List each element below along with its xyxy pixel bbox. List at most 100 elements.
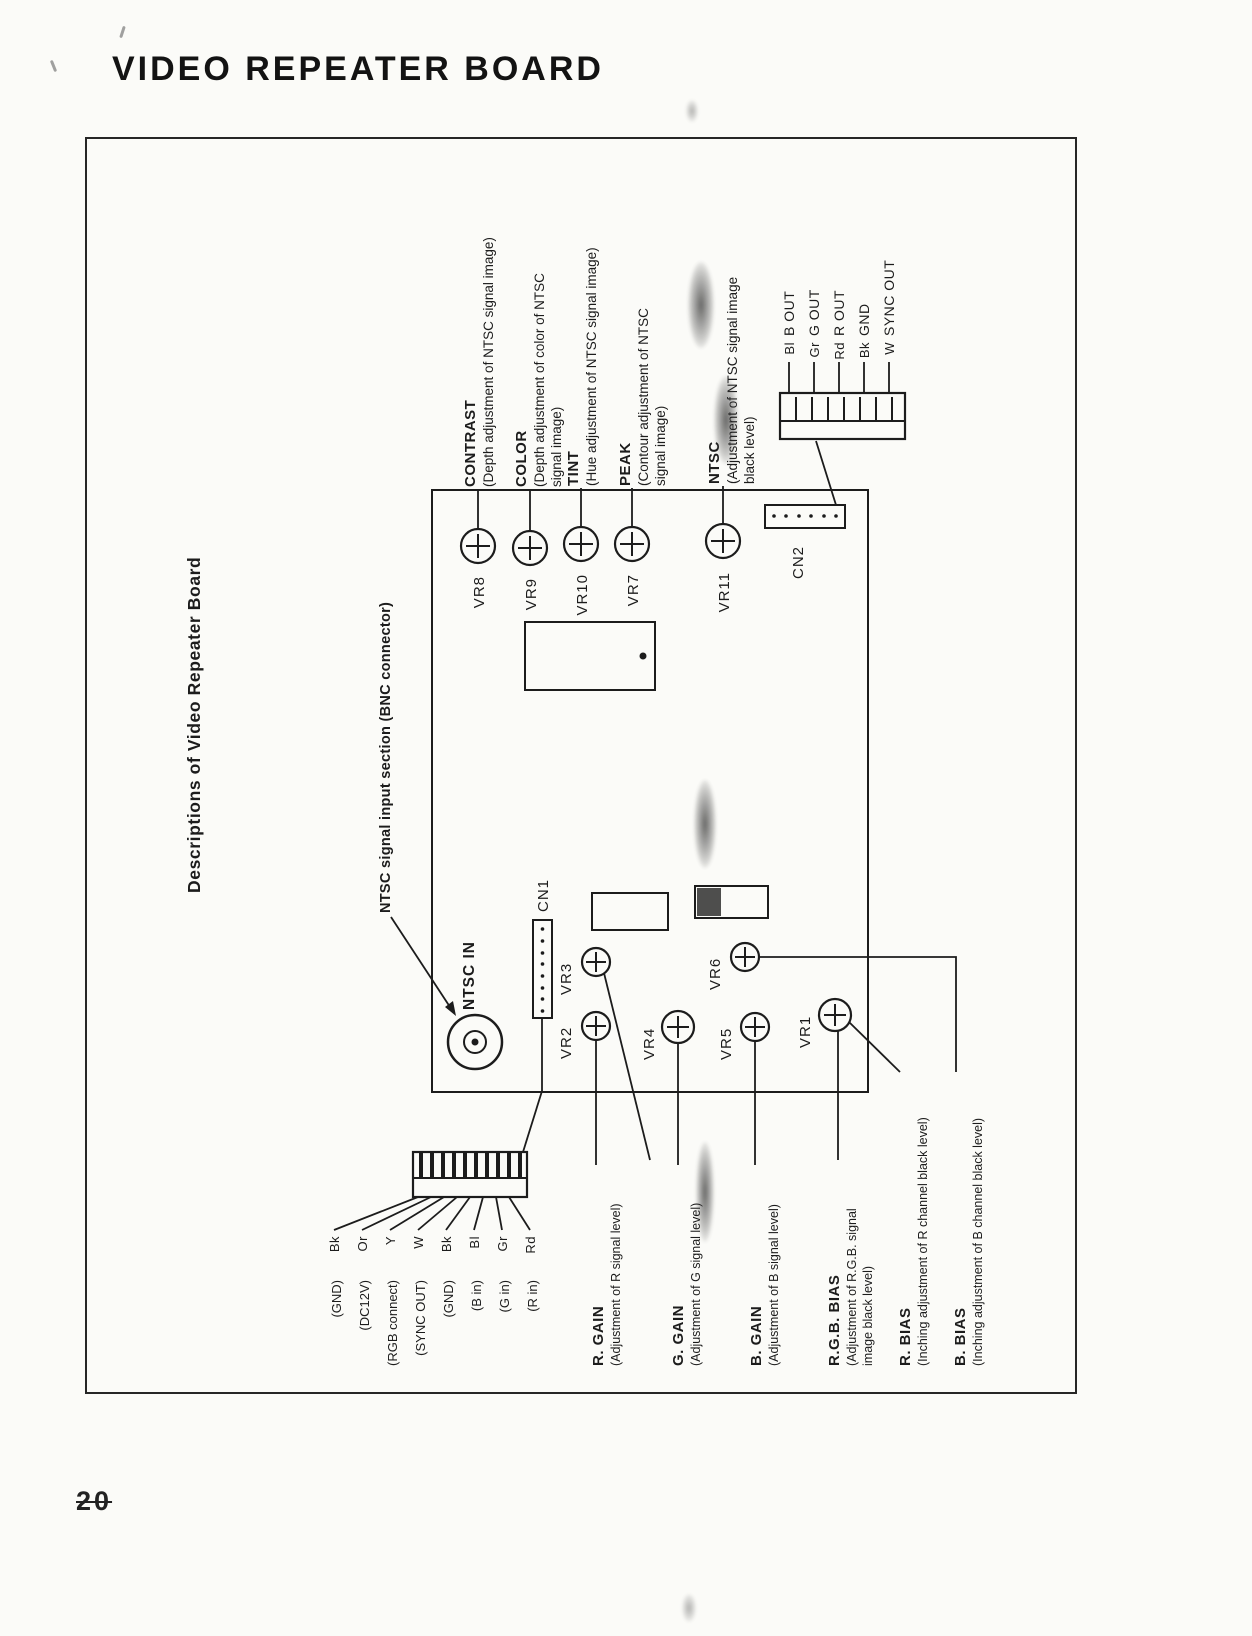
color-label: COLOR (Depth adjustment of color of NTSC… (512, 273, 566, 487)
cn1-label: CN1 (535, 878, 552, 912)
cn1-connector (532, 919, 553, 1019)
out-signal-b: B OUT (781, 290, 797, 336)
out-wire-bk: Bk (857, 342, 872, 359)
b-bias-name: B. BIAS (952, 1307, 969, 1366)
in-wire-6: Bl (467, 1236, 482, 1249)
b-bias-desc-1: (Inching adjustment of B channel black l… (971, 1117, 986, 1366)
out-signal-gnd: GND (856, 303, 872, 336)
vr8-pot-icon (459, 527, 497, 565)
bnc-input-note: NTSC signal input section (BNC connector… (378, 601, 394, 913)
input-wires (333, 1196, 531, 1231)
scan-smudge-4 (696, 1142, 714, 1242)
r-gain-label: R. GAIN (Adjustment of R signal level) (589, 1203, 624, 1366)
vr7-label: VR7 (625, 574, 642, 607)
tint-label: TINT (Hue adjustment of NTSC signal imag… (564, 247, 600, 486)
output-wires (788, 362, 890, 393)
vr2-pot-icon (580, 1010, 612, 1042)
scan-smudge-5 (686, 100, 698, 122)
scan-smudge-6 (682, 1594, 696, 1622)
vr3-pot-icon (580, 946, 612, 978)
in-signal-5: (GND) (441, 1280, 456, 1318)
page-title: VIDEO REPEATER BOARD (112, 50, 604, 88)
color-desc-1: (Depth adjustment of color of NTSC (532, 273, 548, 487)
g-gain-name: G. GAIN (670, 1304, 687, 1366)
in-wire-1: Bk (327, 1236, 342, 1253)
contrast-label: CONTRAST (Depth adjustment of NTSC signa… (461, 237, 497, 487)
out-signal-sync: SYNC OUT (881, 259, 897, 336)
b-gain-name: B. GAIN (748, 1305, 765, 1366)
in-wire-5: Bk (439, 1236, 454, 1253)
in-signal-3: (RGB connect) (385, 1280, 400, 1366)
r-bias-desc-1: (Inching adjustment of R channel black l… (916, 1117, 931, 1366)
b-gain-desc-1: (Adjustment of B signal level) (767, 1204, 782, 1366)
in-wire-7: Gr (495, 1236, 510, 1252)
out-wire-rd: Rd (832, 342, 847, 360)
ntsc-desc-2: black level) (742, 416, 758, 484)
vr6-label: VR6 (707, 957, 724, 990)
page-number: 20 (76, 1486, 113, 1516)
peak-label: PEAK (Contour adjustment of NTSC signal … (616, 308, 670, 486)
ic-chip-3 (694, 885, 769, 919)
r-gain-name: R. GAIN (590, 1305, 607, 1366)
output-connector (778, 362, 907, 441)
tint-name: TINT (565, 450, 582, 486)
tint-desc-1: (Hue adjustment of NTSC signal image) (584, 247, 600, 486)
out-signal-g: G OUT (806, 289, 822, 336)
input-connector (333, 1150, 531, 1231)
vr4-label: VR4 (641, 1027, 658, 1060)
in-wire-3: Y (383, 1236, 398, 1246)
vr10-label: VR10 (574, 574, 591, 616)
rgb-bias-name: R.G.B. BIAS (826, 1274, 843, 1366)
scan-smudge-3 (694, 780, 716, 868)
vr10-pot-icon (562, 525, 600, 563)
in-signal-1: (GND) (329, 1280, 344, 1318)
rgb-bias-label: R.G.B. BIAS (Adjustment of R.G.B. signal… (825, 1208, 876, 1366)
scan-smudge-1 (688, 262, 714, 348)
rgb-bias-desc-2: image black level) (861, 1265, 876, 1366)
vr11-label: VR11 (716, 572, 733, 613)
diagram-frame (85, 137, 1077, 1394)
b-bias-label: B. BIAS (Inching adjustment of B channel… (951, 1118, 986, 1366)
ic-chip-1 (524, 621, 656, 691)
in-wire-2: Or (355, 1236, 370, 1252)
vr9-pot-icon (511, 529, 549, 567)
peak-desc-1: (Contour adjustment of NTSC (636, 308, 652, 486)
vr2-label: VR2 (558, 1026, 575, 1059)
input-connector-teeth (419, 1152, 522, 1177)
b-gain-label: B. GAIN (Adjustment of B signal level) (747, 1204, 782, 1366)
vr6-pot-icon (729, 941, 761, 973)
vr4-pot-icon (660, 1009, 696, 1045)
vr5-pot-icon (739, 1011, 771, 1043)
vr7-pot-icon (613, 525, 651, 563)
scan-smudge-2 (714, 376, 738, 464)
vr11-pot-icon (704, 522, 742, 560)
ntsc-in-label: NTSC IN (461, 941, 478, 1010)
ic-chip-2 (591, 892, 669, 931)
rgb-bias-desc-1: (Adjustment of R.G.B. signal (845, 1208, 860, 1366)
vr9-label: VR9 (523, 578, 540, 611)
vr1-pot-icon (817, 997, 853, 1033)
in-wire-4: W (411, 1236, 426, 1249)
bnc-pointer-arrow (390, 916, 456, 1016)
in-signal-4: (SYNC OUT) (413, 1280, 428, 1356)
in-signal-2: (DC12V) (357, 1280, 372, 1331)
contrast-name: CONTRAST (462, 399, 479, 487)
vr1-label: VR1 (797, 1015, 814, 1048)
in-signal-8: (R in) (525, 1280, 540, 1312)
cn2-connector (764, 504, 846, 529)
r-bias-label: R. BIAS (Inching adjustment of R channel… (896, 1117, 931, 1366)
diagram-heading: Descriptions of Video Repeater Board (184, 556, 204, 893)
in-wire-8: Rd (523, 1236, 538, 1254)
in-signal-6: (B in) (469, 1280, 484, 1312)
bnc-connector-icon (446, 1013, 504, 1071)
out-wire-gr: Gr (807, 342, 822, 358)
out-signal-r: R OUT (831, 289, 847, 336)
color-name: COLOR (513, 430, 530, 487)
vr3-label: VR3 (558, 962, 575, 995)
cn2-label: CN2 (790, 546, 807, 580)
peak-name: PEAK (617, 442, 634, 486)
board-outline (431, 489, 869, 1093)
leader-lines (477, 440, 957, 1165)
